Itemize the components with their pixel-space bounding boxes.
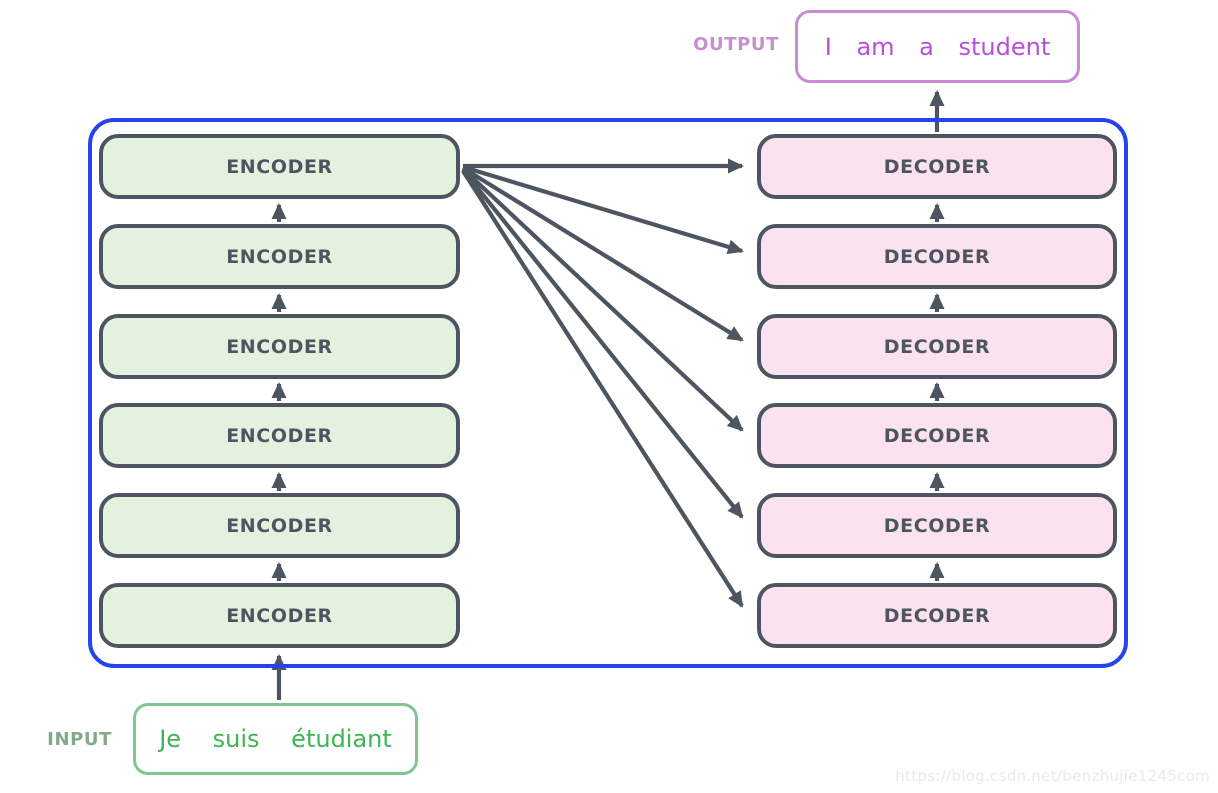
output-text: I am a student: [824, 32, 1051, 61]
decoder-label: DECODER: [883, 604, 991, 627]
encoder-label: ENCODER: [226, 424, 333, 447]
encoder-box-5: ENCODER: [99, 493, 460, 558]
decoder-box-6: DECODER: [757, 583, 1117, 648]
decoder-label: DECODER: [883, 155, 991, 178]
encoder-label: ENCODER: [226, 245, 333, 268]
watermark: https://blog.csdn.net/benzhujie1245com: [895, 767, 1210, 785]
input-box: Je suis étudiant: [133, 703, 418, 775]
output-box: I am a student: [795, 10, 1080, 83]
decoder-box-2: DECODER: [757, 224, 1117, 289]
decoder-box-3: DECODER: [757, 314, 1117, 379]
encoder-box-3: ENCODER: [99, 314, 460, 379]
encoder-label: ENCODER: [226, 335, 333, 358]
decoder-label: DECODER: [883, 424, 991, 447]
decoder-box-5: DECODER: [757, 493, 1117, 558]
decoder-box-1: DECODER: [757, 134, 1117, 199]
decoder-label: DECODER: [883, 514, 991, 537]
encoder-box-2: ENCODER: [99, 224, 460, 289]
encoder-box-4: ENCODER: [99, 403, 460, 468]
encoder-decoder-container: [88, 118, 1128, 668]
output-label: OUTPUT: [693, 34, 779, 55]
input-label: INPUT: [47, 729, 112, 750]
input-text: Je suis étudiant: [159, 725, 392, 753]
encoder-label: ENCODER: [226, 155, 333, 178]
encoder-box-6: ENCODER: [99, 583, 460, 648]
decoder-label: DECODER: [883, 245, 991, 268]
encoder-label: ENCODER: [226, 514, 333, 537]
encoder-box-1: ENCODER: [99, 134, 460, 199]
decoder-label: DECODER: [883, 335, 991, 358]
decoder-box-4: DECODER: [757, 403, 1117, 468]
encoder-label: ENCODER: [226, 604, 333, 627]
